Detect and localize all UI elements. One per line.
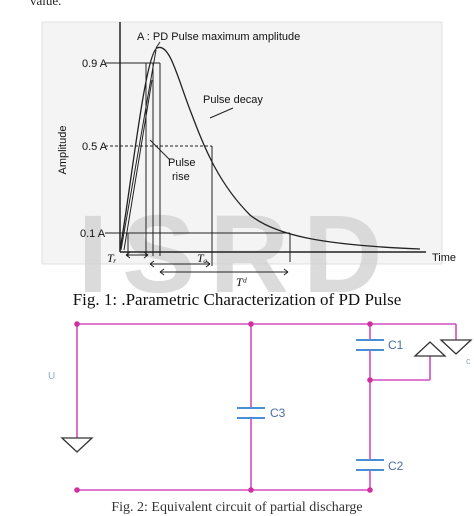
- level-label-0-9: 0.9 A: [82, 58, 108, 70]
- decay-pointer: [209, 107, 234, 119]
- time-label-tr: Tᵣ: [107, 251, 117, 265]
- pulse-curve: [119, 46, 421, 251]
- equivalent-circuit: [76, 323, 457, 491]
- rise-line-2: [123, 79, 153, 251]
- level-label-0-5: 0.5 A: [82, 141, 108, 153]
- node-top-c1: [367, 321, 373, 327]
- time-label-ta: Tₐ: [197, 251, 208, 265]
- chart-background: [41, 21, 443, 265]
- node-bottom-c3: [248, 487, 254, 493]
- y-axis-label: Amplitude: [57, 126, 69, 175]
- ground-icon-left: [60, 437, 94, 453]
- c3-label: C3: [270, 406, 286, 420]
- node-top-c3: [248, 321, 254, 327]
- node-top-left: [74, 321, 80, 327]
- pulse-rise-label-1: Pulse: [168, 157, 196, 169]
- node-bottom-left: [74, 487, 80, 493]
- c2-label: C2: [388, 459, 404, 473]
- max-amplitude-annotation: A : PD Pulse maximum amplitude: [137, 31, 300, 43]
- c1-label: C1: [388, 338, 404, 352]
- pulse-decay-label: Pulse decay: [203, 94, 263, 106]
- side-label: c: [466, 356, 471, 366]
- pulse-chart: ISRD: [41, 21, 456, 316]
- time-arrows: [125, 251, 289, 276]
- capacitors: [237, 339, 384, 471]
- max-annotation-pointer: [155, 41, 161, 49]
- figure-2-caption: Fig. 2: Equivalent circuit of partial di…: [111, 500, 363, 515]
- circuit-nodes: [74, 321, 373, 493]
- figure-1-caption: Fig. 1: .Parametric Characterization of …: [72, 290, 402, 309]
- node-bottom-c2: [367, 487, 373, 493]
- node-tap: [367, 377, 373, 383]
- ground-icon-top-right: [439, 339, 473, 355]
- pulse-rise-label-2: rise: [172, 171, 190, 183]
- source-label: U: [48, 371, 55, 382]
- ground-icon-middle-right: [413, 341, 447, 357]
- rise-line-1: [120, 49, 157, 251]
- time-label-td: Tᵈ: [236, 275, 248, 289]
- grounds: [60, 339, 473, 453]
- rise-pointer: [149, 139, 171, 161]
- level-label-0-1: 0.1 A: [80, 228, 106, 240]
- x-axis-label: Time: [432, 252, 456, 264]
- top-text-fragment: value.: [30, 0, 62, 8]
